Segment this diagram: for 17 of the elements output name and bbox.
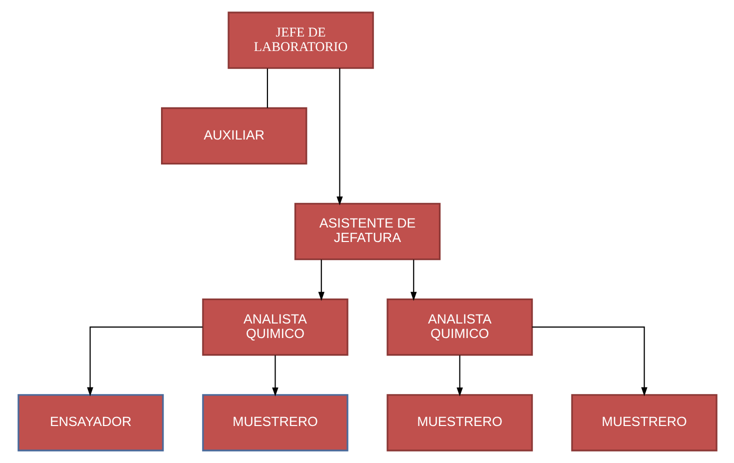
arrow: [86, 326, 202, 396]
connector: [266, 68, 268, 108]
node-box: ENSAYADOR: [17, 394, 164, 452]
arrow: [410, 260, 416, 301]
node-box: MUESTRERO: [202, 394, 348, 452]
node-box: MUESTRERO: [570, 394, 717, 452]
node-box: ANALISTA QUIMICO: [386, 298, 532, 356]
arrow: [456, 355, 462, 396]
arrow: [272, 355, 278, 396]
node-box: JEFE DE LABORATORIO: [227, 12, 374, 69]
node-box: ASISTENTE DE JEFATURA: [294, 202, 440, 260]
node-box: ANALISTA QUIMICO: [202, 298, 348, 356]
arrow: [318, 260, 324, 301]
node-box: MUESTRERO: [386, 394, 532, 452]
arrow: [532, 326, 647, 396]
node-box: AUXILIAR: [160, 107, 307, 165]
arrow: [336, 68, 342, 206]
